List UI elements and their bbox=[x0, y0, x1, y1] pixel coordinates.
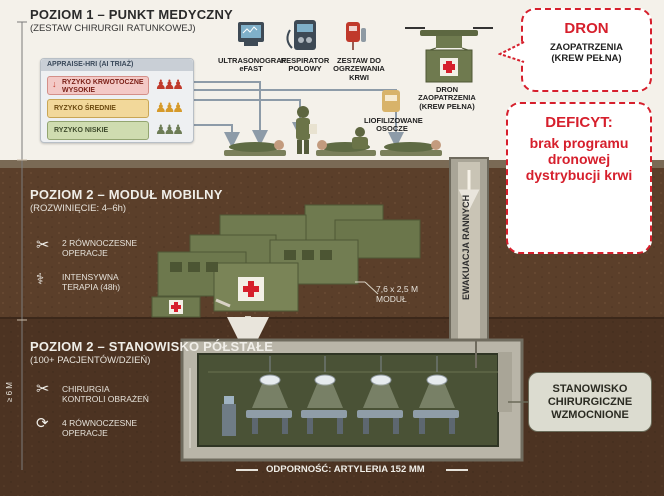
blood-bag-icon bbox=[346, 22, 366, 50]
ventilator-caption: RESPIRATOR POLOWY bbox=[280, 56, 330, 74]
evacuation-label: EWAKUACJA RANNYCH bbox=[461, 194, 471, 300]
drone-callout-title: DRON bbox=[564, 20, 609, 37]
artillery-resistance-label: ODPORNOŚĆ: ARTYLERIA 152 MM bbox=[266, 464, 425, 475]
scissors-icon: ✂ bbox=[36, 381, 50, 398]
drone-callout-pointer bbox=[498, 41, 525, 63]
wounded-stretchers bbox=[224, 140, 442, 156]
risk-row-low: RYZYKO NISKIE bbox=[47, 121, 149, 140]
level2-mobile-subtitle: (ROZWINIĘCIE: 4–6h) bbox=[30, 203, 127, 214]
reinforced-station-box: STANOWISKO CHIRURGICZNE WZMOCNIONE bbox=[528, 372, 652, 432]
ultrasound-caption: ULTRASONOGRAF eFAST bbox=[218, 56, 287, 74]
reinforced-station-label: STANOWISKO CHIRURGICZNE WZMOCNIONE bbox=[547, 383, 633, 422]
mobile-container-modules bbox=[151, 204, 421, 318]
person-icons-medium: ♟♟♟ bbox=[155, 100, 184, 115]
appraise-panel-header: APPRAISE-HRI (AI TRIAŻ) bbox=[41, 59, 193, 71]
level2-mobile-title: POZIOM 2 – MODUŁ MOBILNY bbox=[30, 187, 223, 202]
ultrasound-icon bbox=[238, 22, 264, 46]
risk-row-medium: RYZYKO ŚREDNIE bbox=[47, 99, 149, 118]
stethoscope-icon: ⚕ bbox=[36, 271, 45, 288]
ventilator-icon bbox=[286, 20, 316, 50]
level1-title: POZIOM 1 – PUNKT MEDYCZNY bbox=[30, 7, 233, 22]
person-icons-high: ♟♟♟ bbox=[155, 77, 184, 92]
drone-callout-text: ZAOPATRZENIA (KREW PEŁNA) bbox=[549, 42, 623, 65]
arrow-down-icon: ↓ bbox=[52, 79, 57, 89]
deficit-callout: DEFICYT: brak programu dronowej dystrybu… bbox=[506, 102, 652, 254]
mobile-item-operations: 2 RÓWNOCZESNE OPERACJE bbox=[62, 238, 138, 259]
risk-label-medium: RYZYKO ŚREDNIE bbox=[54, 105, 116, 112]
risk-label-low: RYZYKO NISKIE bbox=[54, 127, 109, 134]
mobile-item-icu: INTENSYWNA TERAPIA (48h) bbox=[62, 272, 121, 293]
bunker-item-operations: 4 RÓWNOCZESNE OPERACJE bbox=[62, 418, 138, 439]
scissors-icon: ✂ bbox=[36, 237, 50, 254]
bunker-item-damage-control: CHIRURGIA KONTROLI OBRAŻEŃ bbox=[62, 384, 149, 405]
plasma-bag-icon bbox=[382, 90, 400, 112]
hardened-bunker bbox=[180, 338, 524, 462]
level2-bunker-subtitle: (100+ PACJENTÓW/DZIEŃ) bbox=[30, 355, 151, 366]
medic-figures bbox=[296, 106, 368, 154]
deficit-callout-text: brak programu dronowej dystrybucji krwi bbox=[525, 135, 633, 184]
drone-callout: DRON ZAOPATRZENIA (KREW PEŁNA) bbox=[521, 8, 652, 92]
module-dimension-label: 7,6 x 2,5 M MODUŁ bbox=[376, 284, 419, 305]
level2-bunker-title: POZIOM 2 – STANOWISKO PÓŁSTAŁE bbox=[30, 339, 274, 354]
plasma-caption: LIOFILIZOWANE OSOCZE bbox=[364, 116, 423, 134]
depth-label: ≥ 6 M bbox=[5, 382, 14, 402]
deficit-callout-title: DEFICYT: bbox=[545, 114, 613, 131]
level1-subtitle: (ZESTAW CHIRURGII RATUNKOWEJ) bbox=[30, 23, 196, 34]
drone-icon bbox=[405, 27, 493, 83]
person-icons-low: ♟♟♟ bbox=[155, 122, 184, 137]
cycle-icon: ⟳ bbox=[36, 415, 49, 432]
risk-row-high: ↓ RYZYKO KRWOTOCZNE WYSOKIE bbox=[47, 76, 149, 95]
risk-label-high: RYZYKO KRWOTOCZNE WYSOKIE bbox=[62, 79, 144, 94]
evacuation-shaft bbox=[449, 157, 489, 371]
blood-warmer-caption: ZESTAW DO OGRZEWANIA KRWI bbox=[333, 56, 385, 82]
appraise-triage-panel: APPRAISE-HRI (AI TRIAŻ) ↓ RYZYKO KRWOTOC… bbox=[40, 58, 194, 143]
operating-theatre-tables bbox=[222, 356, 459, 436]
drone-caption: DRON ZAOPATRZENIA (KREW PEŁNA) bbox=[418, 85, 476, 111]
